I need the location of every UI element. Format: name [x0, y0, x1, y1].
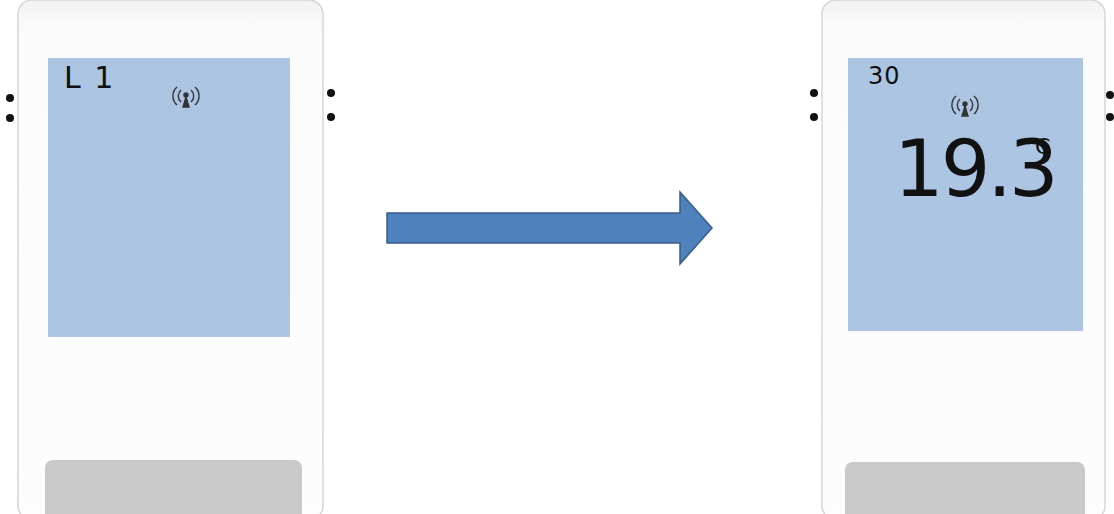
antenna-symbol	[952, 96, 978, 116]
side-dot	[327, 113, 335, 121]
lcd-text: °C	[1024, 136, 1050, 158]
side-dot	[1106, 113, 1114, 121]
lcd-screen	[48, 58, 290, 337]
side-dot	[327, 89, 335, 97]
block-arrow	[387, 192, 712, 264]
side-dot	[810, 89, 818, 97]
device-body	[18, 0, 323, 514]
device-body	[822, 0, 1105, 514]
device-button	[45, 460, 302, 514]
lcd-text: L 1	[64, 63, 115, 93]
device-button	[845, 462, 1085, 514]
lcd-text: 30	[868, 64, 901, 88]
side-dot	[810, 113, 818, 121]
side-dot	[1106, 91, 1114, 99]
lcd-screen	[848, 58, 1083, 331]
side-dot	[6, 114, 14, 122]
device-node: 3019.3°C	[822, 0, 1105, 514]
antenna-symbol	[173, 87, 199, 107]
device-node: L 1	[18, 0, 323, 514]
side-dot	[6, 94, 14, 102]
